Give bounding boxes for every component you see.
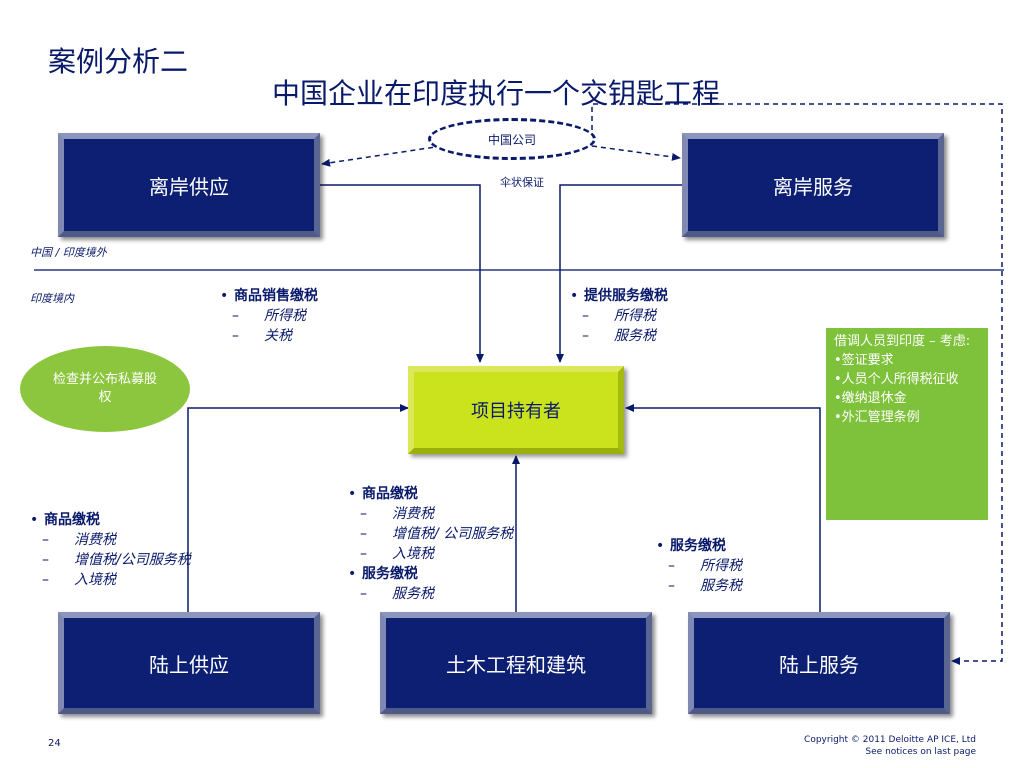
arrow-onshore-service [625,404,821,612]
tax-item: 入境税 [30,570,191,590]
civil-construction-label: 土木工程和建筑 [446,652,586,677]
project-owner-label: 项目持有者 [471,401,561,422]
offshore-service-node: 离岸服务 [682,133,944,237]
arrow-offshore-supply [320,184,484,363]
secondment-item: •缴纳退休金 [834,391,907,406]
civil-construction-node: 土木工程和建筑 [380,612,652,714]
onshore-service-node: 陆上服务 [688,612,950,714]
zone-label-inside: 印度境内 [30,292,74,305]
tax-item: 所得税 [570,306,668,326]
tax-heading: 提供服务缴税 [570,286,668,306]
page-number: 24 [48,738,61,749]
offshore-service-label: 离岸服务 [773,174,853,199]
tax-item: 关税 [220,326,318,346]
tax-item: 入境税 [348,544,513,564]
tax-item: 消费税 [348,504,513,524]
tax-item: 增值税/ 公司服务税 [348,524,513,544]
tax-heading: 商品销售缴税 [220,286,318,306]
tax-list-onshore-supply: 商品缴税 消费税 增值税/公司服务税 入境税 [30,510,191,590]
tax-item: 增值税/公司服务税 [30,550,191,570]
tax-item: 服务税 [348,584,513,604]
arrow-offshore-service [556,184,682,363]
tax-heading: 商品缴税 [348,484,513,504]
secondment-item: •签证要求 [834,353,894,368]
tax-item: 服务税 [570,326,668,346]
tax-item: 消费税 [30,530,191,550]
notice-link[interactable]: See notices on last page [865,747,976,757]
tax-list-onshore-service: 服务缴税 所得税 服务税 [656,536,742,596]
tax-list-civil: 商品缴税 消费税 增值税/ 公司服务税 入境税 服务缴税 服务税 [348,484,513,604]
page-title: 案例分析二 [48,45,189,78]
secondment-item: •外汇管理条例 [834,410,920,425]
footer-copyright: Copyright © 2011 Deloitte AP ICE, Ltd Se… [804,734,976,758]
tax-heading: 服务缴税 [348,564,513,584]
secondment-item: •人员个人所得税征收 [834,372,959,387]
chinese-company-label: 中国公司 [487,132,536,147]
chinese-company-node: 中国公司 [428,118,596,160]
check-equity-note: 检查并公布私募股权 [20,346,190,432]
dashed-arrow-to-offshore-supply [321,145,443,167]
tax-list-offshore-supply: 商品销售缴税 所得税 关税 [220,286,318,346]
umbrella-guarantee-label: 伞状保证 [500,176,544,189]
check-equity-text: 检查并公布私募股权 [52,372,157,405]
tax-heading: 商品缴税 [30,510,191,530]
offshore-supply-label: 离岸供应 [149,174,229,199]
tax-item: 所得税 [656,556,742,576]
tax-heading: 服务缴税 [656,536,742,556]
tax-item: 所得税 [220,306,318,326]
zone-label-outside: 中国 / 印度境外 [30,246,107,259]
secondment-title: 借调人员到印度 – 考虑: [834,334,971,349]
tax-item: 服务税 [656,576,742,596]
onshore-service-label: 陆上服务 [779,652,859,677]
diagram-title: 中国企业在印度执行一个交钥匙工程 [272,77,721,110]
copyright-text: Copyright © 2011 Deloitte AP ICE, Ltd [804,735,976,745]
dashed-arrow-to-offshore-service [591,145,681,161]
onshore-supply-label: 陆上供应 [149,652,229,677]
dashed-arrow-to-onshore-service [591,103,1003,665]
project-owner-node: 项目持有者 [408,366,624,454]
offshore-supply-node: 离岸供应 [58,133,320,237]
onshore-supply-node: 陆上供应 [58,612,320,714]
tax-list-offshore-service: 提供服务缴税 所得税 服务税 [570,286,668,346]
secondment-note: 借调人员到印度 – 考虑: •签证要求 •人员个人所得税征收 •缴纳退休金 •外… [826,328,988,520]
